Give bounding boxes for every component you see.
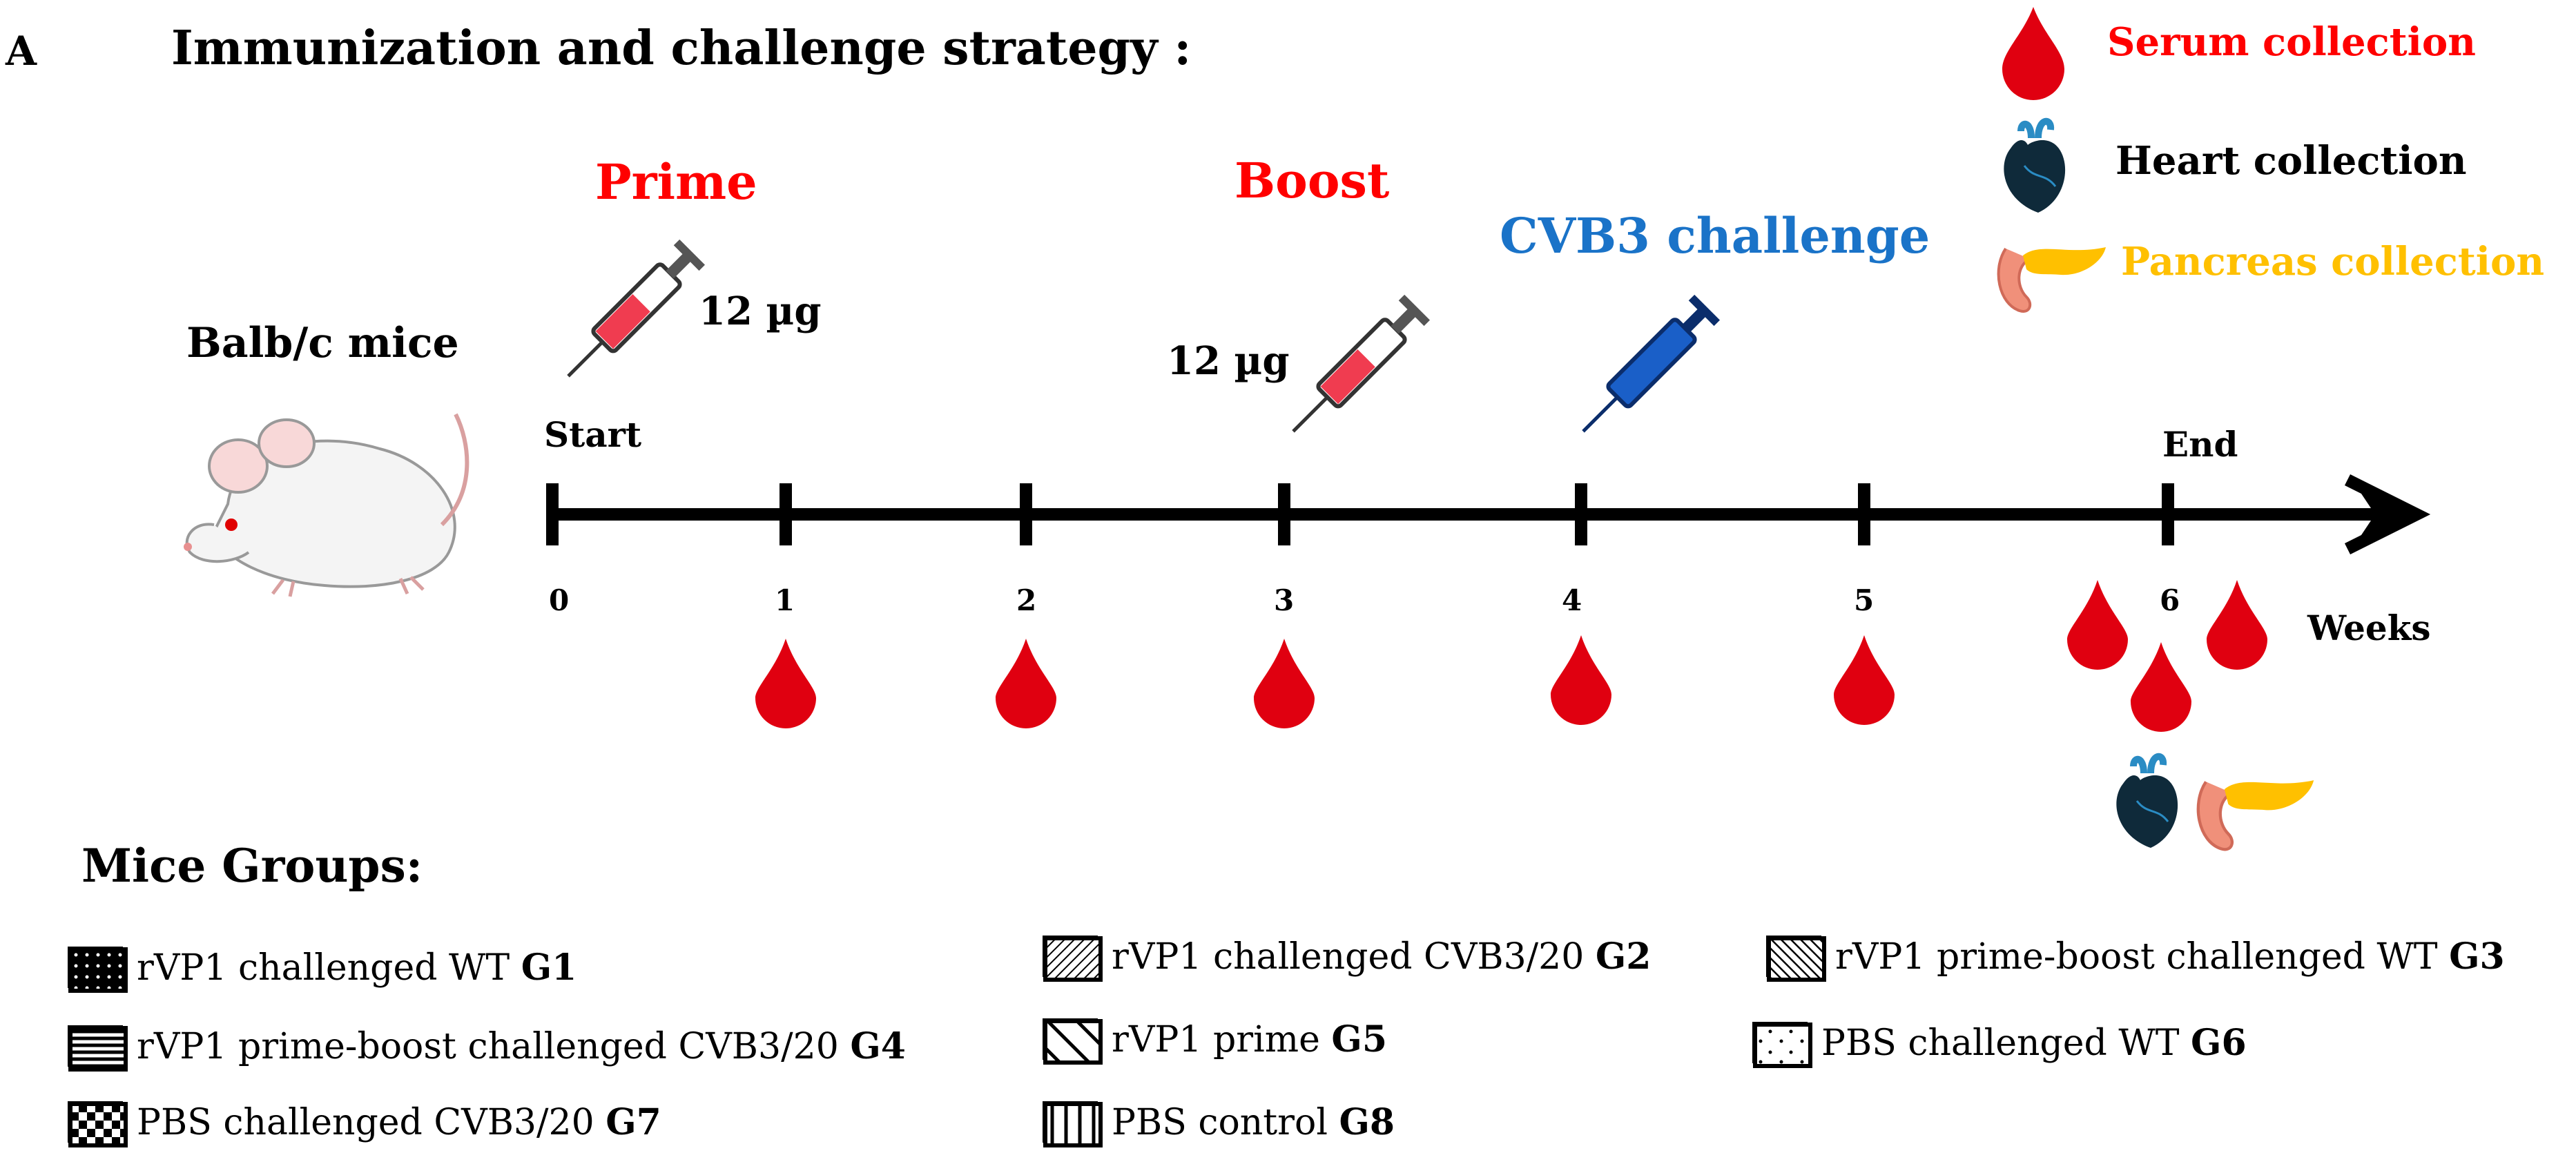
tick-label: 1 [775, 583, 795, 617]
blood-drop-icon [996, 639, 1056, 728]
legend-item-g2: rVP1 challenged CVB3/20 G2 [1043, 932, 1652, 982]
tick-label: 5 [1854, 583, 1875, 617]
heart-icon [2116, 753, 2178, 848]
legend-group-id: G5 [1331, 1018, 1387, 1060]
legend-item-g7: PBS challenged CVB3/20 G7 [68, 1098, 661, 1147]
swatch-vertical [1043, 1101, 1103, 1147]
tick-label: 2 [1016, 583, 1037, 617]
swatch-diag-back [1766, 936, 1826, 982]
legend-group-id: G2 [1595, 935, 1652, 978]
blood-drop-icon [1551, 635, 1611, 725]
legend-item-g8: PBS control G8 [1043, 1098, 1395, 1147]
legend-label: rVP1 prime-boost challenged CVB3/20 [137, 1025, 851, 1067]
legend-group-id: G4 [850, 1025, 906, 1067]
panel-letter: A [6, 28, 37, 75]
legend-label: PBS challenged WT [1821, 1022, 2191, 1064]
prime-dose: 12 µg [699, 289, 822, 334]
heart-icon [2004, 117, 2066, 213]
blood-drop-icon [2207, 580, 2267, 670]
legend-item-g6: PBS challenged WT G6 [1752, 1018, 2247, 1068]
swatch-sparse-dots [1752, 1022, 1812, 1068]
legend-label: rVP1 challenged WT [137, 947, 521, 989]
legend-item-g1: rVP1 challenged WT G1 [68, 943, 577, 993]
legend-label: rVP1 prime [1112, 1018, 1332, 1060]
timeline-start-label: Start [544, 414, 642, 455]
legend-group-id: G1 [521, 946, 577, 989]
mouse-illustration [184, 413, 469, 597]
key-heart-label: Heart collection [2115, 138, 2467, 184]
tick-label: 6 [2160, 583, 2180, 617]
challenge-label: CVB3 challenge [1500, 207, 1930, 264]
legend-group-id: G3 [2449, 935, 2505, 978]
groups-heading: Mice Groups: [81, 839, 423, 893]
key-pancreas-label: Pancreas collection [2121, 239, 2545, 284]
blood-drop-icon [2131, 642, 2191, 732]
legend-group-id: G7 [606, 1101, 661, 1143]
boost-dose: 12 µg [1167, 338, 1290, 384]
legend-item-g5: rVP1 prime G5 [1043, 1015, 1387, 1065]
legend-label: rVP1 prime-boost challenged WT [1835, 936, 2450, 978]
key-serum-label: Serum collection [2107, 19, 2476, 65]
legend-group-id: G8 [1339, 1101, 1395, 1143]
swatch-checker [68, 1101, 128, 1147]
challenge-syringe-icon [1582, 294, 1721, 433]
blood-drop-icon [1834, 635, 1895, 725]
legend-item-g4: rVP1 prime-boost challenged CVB3/20 G4 [68, 1022, 906, 1072]
legend-group-id: G6 [2191, 1021, 2247, 1064]
timeline-unit-label: Weeks [2307, 608, 2431, 648]
tick-label: 3 [1274, 583, 1295, 617]
legend-label: rVP1 challenged CVB3/20 [1112, 936, 1596, 978]
legend-label: PBS challenged CVB3/20 [137, 1101, 606, 1143]
blood-drop-icon [2002, 7, 2064, 100]
legend-item-g3: rVP1 prime-boost challenged WT G3 [1766, 932, 2505, 982]
tick-label: 4 [1562, 583, 1582, 617]
timeline-end-label: End [2162, 424, 2238, 465]
swatch-diag-wide [1043, 1018, 1103, 1065]
blood-drop-icon [1254, 639, 1315, 728]
boost-label: Boost [1234, 152, 1390, 209]
syringe-icon [1292, 294, 1431, 433]
tick-label: 0 [549, 583, 570, 617]
figure-title: Immunization and challenge strategy : [171, 21, 1192, 76]
swatch-dots-dark [68, 947, 128, 993]
blood-drop-icon [2067, 580, 2128, 670]
pancreas-icon [1997, 247, 2106, 313]
swatch-diag-fine [1043, 936, 1103, 982]
prime-label: Prime [595, 153, 757, 211]
legend-label: PBS control [1112, 1101, 1339, 1143]
mouse-label: Balb/c mice [186, 319, 459, 367]
pancreas-icon [2196, 780, 2314, 851]
blood-drop-icon [755, 639, 816, 728]
syringe-icon [567, 239, 706, 378]
swatch-horizontal [68, 1025, 128, 1072]
